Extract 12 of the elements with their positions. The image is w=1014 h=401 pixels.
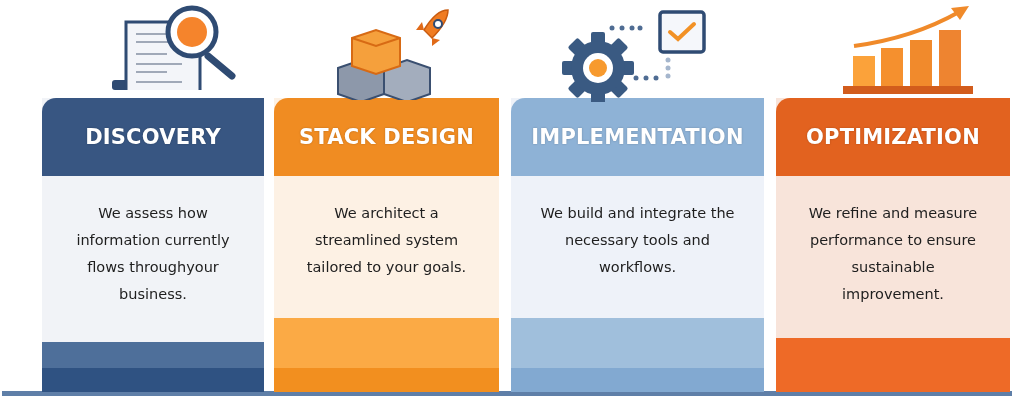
step-heading: DISCOVERY bbox=[42, 98, 264, 176]
step-description: We assess how information currently flows throughyour business. bbox=[75, 204, 231, 304]
step-description: We refine and measure performance to ensure sustainable improvement. bbox=[807, 204, 979, 304]
step-description: We build and integrate the necessary tools and workflows. bbox=[539, 204, 736, 277]
step-card bbox=[42, 98, 264, 392]
step-description: We architect a streamlined system tailored to your goals. bbox=[305, 204, 468, 277]
step-card bbox=[274, 98, 499, 392]
step-heading: IMPLEMENTATION bbox=[511, 98, 764, 176]
step-card bbox=[511, 98, 764, 392]
step-heading: OPTIMIZATION bbox=[776, 98, 1010, 176]
step-card bbox=[776, 98, 1010, 392]
step-heading: STACK DESIGN bbox=[274, 98, 499, 176]
